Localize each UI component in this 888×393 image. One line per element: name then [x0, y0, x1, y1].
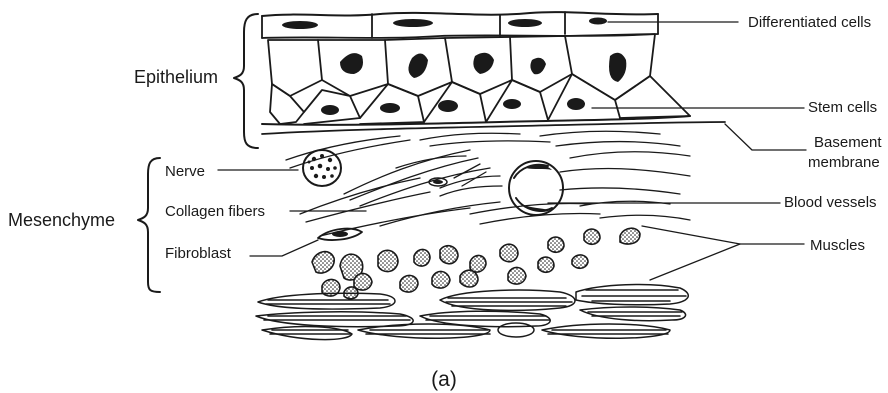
label-mesenchyme: Mesenchyme — [8, 210, 115, 230]
label-basement: Basement — [814, 134, 882, 151]
label-collagen-fibers: Collagen fibers — [165, 203, 265, 220]
nerve-bundle — [303, 150, 341, 186]
label-blood-vessels: Blood vessels — [784, 194, 877, 211]
blood-vessel — [509, 161, 563, 215]
label-epithelium: Epithelium — [134, 67, 218, 87]
collagen-fibers — [286, 131, 690, 236]
mesenchyme-brace — [138, 158, 160, 292]
figure-caption: (a) — [431, 368, 457, 391]
label-membrane: membrane — [808, 154, 880, 171]
muscle-fibers — [256, 285, 688, 340]
label-stem-cells: Stem cells — [808, 99, 877, 116]
label-fibroblast: Fibroblast — [165, 245, 232, 262]
label-muscles: Muscles — [810, 237, 865, 254]
epithelium-brace — [234, 14, 258, 148]
stem-cells — [270, 74, 690, 124]
label-differentiated-cells: Differentiated cells — [748, 14, 871, 31]
label-nerve: Nerve — [165, 163, 205, 180]
fibroblast-cell — [318, 229, 362, 240]
